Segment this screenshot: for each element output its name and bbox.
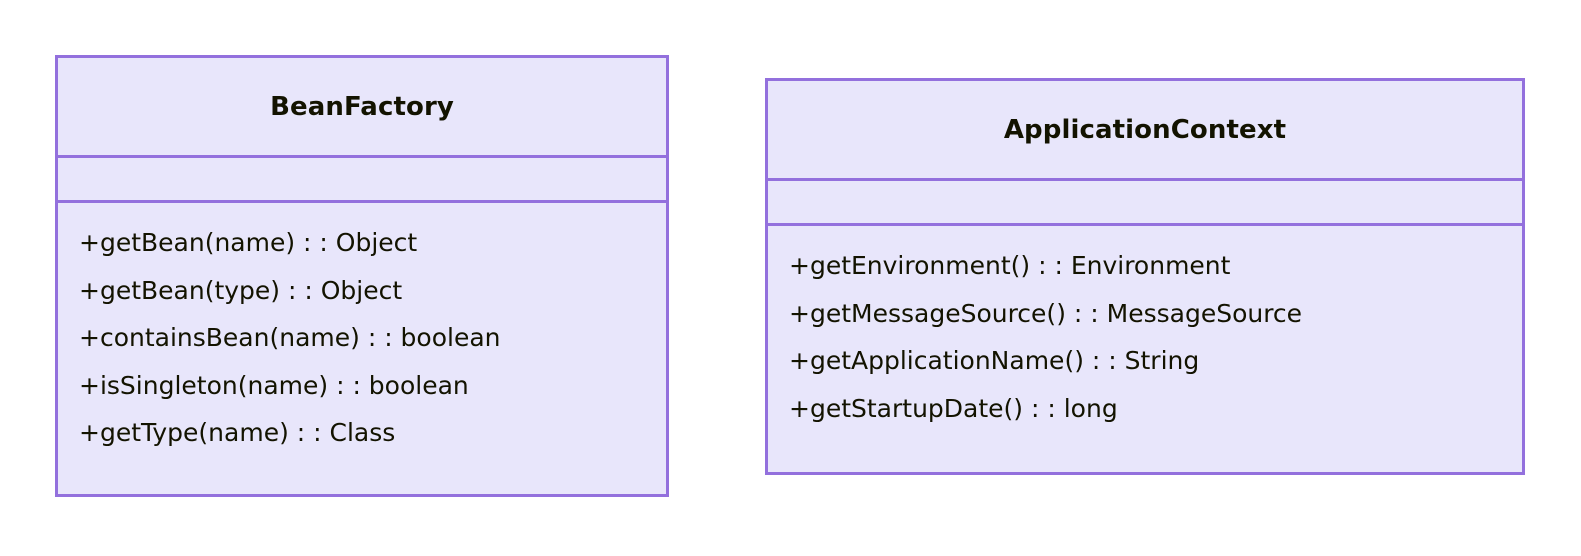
method-line: +getType(name) : : Class: [79, 418, 396, 447]
method-line: +getStartupDate() : : long: [789, 393, 1118, 423]
method-line: +getEnvironment() : : Environment: [789, 251, 1231, 280]
class-attributes-compartment: [768, 181, 1522, 226]
class-name-beanfactory: BeanFactory: [270, 91, 454, 122]
uml-class-applicationcontext[interactable]: ApplicationContext +getEnvironment() : :…: [765, 78, 1525, 475]
method-line: +getBean(type) : : Object: [79, 275, 403, 305]
class-name-applicationcontext: ApplicationContext: [1003, 114, 1287, 145]
class-methods-compartment: +getBean(name) : : Object +getBean(type)…: [58, 203, 666, 494]
method-line: +containsBean(name) : : boolean: [79, 323, 501, 352]
class-attributes-compartment: [58, 158, 666, 203]
method-line: +isSingleton(name) : : boolean: [79, 370, 469, 400]
class-title-compartment: ApplicationContext: [768, 81, 1522, 181]
method-line: +getMessageSource() : : MessageSource: [789, 298, 1303, 328]
method-line: +getApplicationName() : : String: [789, 346, 1200, 375]
uml-class-beanfactory[interactable]: BeanFactory +getBean(name) : : Object +g…: [55, 55, 669, 497]
class-methods-compartment: +getEnvironment() : : Environment +getMe…: [768, 226, 1522, 472]
class-title-compartment: BeanFactory: [58, 58, 666, 158]
method-line: +getBean(name) : : Object: [79, 228, 418, 257]
